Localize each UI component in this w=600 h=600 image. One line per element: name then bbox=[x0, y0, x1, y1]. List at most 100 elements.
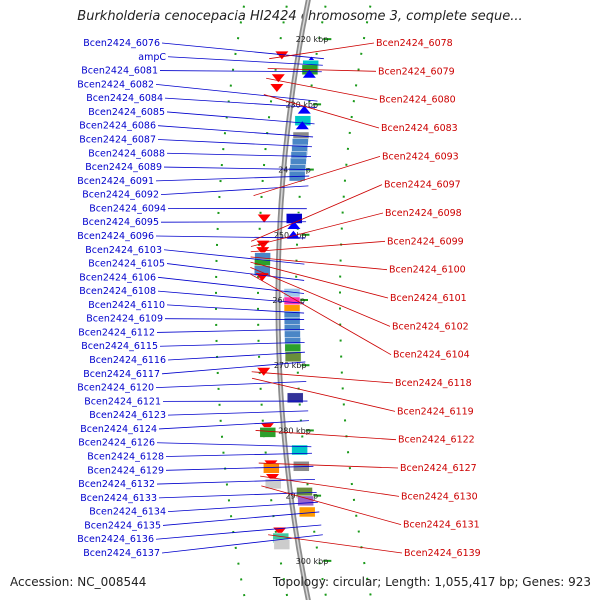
leader-line bbox=[158, 491, 317, 499]
gene-label: Bcen2424_6103 bbox=[85, 245, 162, 256]
leader-line bbox=[155, 83, 318, 102]
leader-line bbox=[155, 381, 307, 388]
leader-line bbox=[155, 235, 306, 239]
forward-gene-arrow bbox=[287, 221, 301, 229]
gene-label: Bcen2424_6100 bbox=[389, 265, 466, 276]
leader-line bbox=[163, 166, 310, 170]
reverse-gene-box bbox=[273, 539, 291, 550]
leader-line bbox=[253, 155, 381, 197]
forward-gene-arrow bbox=[297, 105, 311, 114]
gene-label: Bcen2424_6116 bbox=[89, 355, 166, 366]
gene-label: Bcen2424_6099 bbox=[387, 236, 464, 247]
gene-label: Bcen2424_6081 bbox=[81, 66, 158, 77]
leader-line bbox=[164, 97, 317, 109]
gene-label: Bcen2424_6121 bbox=[84, 396, 161, 407]
gene-label: Bcen2424_6130 bbox=[401, 491, 478, 502]
tick-label: 270 kbp bbox=[274, 361, 307, 370]
gene-label: Bcen2424_6097 bbox=[384, 180, 461, 191]
leader-line bbox=[167, 56, 323, 66]
leader-line bbox=[157, 125, 314, 138]
leader-line bbox=[251, 371, 394, 384]
gene-label: Bcen2424_6078 bbox=[376, 38, 453, 49]
leader-line bbox=[261, 485, 402, 526]
gene-label: Bcen2424_6105 bbox=[88, 259, 165, 270]
gene-label: Bcen2424_6079 bbox=[378, 66, 455, 77]
gene-label: Bcen2424_6092 bbox=[82, 190, 159, 201]
leader-line bbox=[167, 501, 318, 513]
leader-line bbox=[159, 341, 305, 347]
reverse-gene-box bbox=[259, 427, 277, 438]
gene-label: Bcen2424_6127 bbox=[400, 463, 477, 474]
leader-line bbox=[155, 524, 322, 540]
forward-gene-box bbox=[297, 495, 314, 507]
leader-line bbox=[167, 351, 305, 361]
leader-line bbox=[166, 263, 305, 281]
leader-line bbox=[255, 430, 397, 441]
leader-line bbox=[269, 42, 375, 60]
reverse-gene-arrow bbox=[275, 51, 289, 60]
gene-labels: Bcen2424_6076ampCBcen2424_6081Bcen2424_6… bbox=[77, 38, 480, 559]
gene-label: Bcen2424_6135 bbox=[84, 520, 161, 531]
tick-label: 230 kbp bbox=[285, 100, 318, 109]
gene-label: Bcen2424_6124 bbox=[80, 424, 157, 435]
gene-label: Bcen2424_6132 bbox=[78, 479, 155, 490]
chromosome-backbone bbox=[275, 0, 311, 600]
gene-label: Bcen2424_6091 bbox=[77, 176, 154, 187]
reverse-gene-arrow bbox=[271, 74, 285, 83]
leader-line bbox=[163, 249, 305, 265]
gene-label: Bcen2424_6120 bbox=[77, 383, 154, 394]
leader-line bbox=[159, 70, 322, 73]
backbone-highlight bbox=[277, 0, 310, 600]
leader-line bbox=[165, 452, 312, 457]
forward-gene-arrow bbox=[302, 69, 316, 78]
forward-gene-box bbox=[298, 506, 316, 518]
guide-arc-3 bbox=[215, 0, 247, 600]
gene-label: Bcen2424_6123 bbox=[89, 410, 166, 421]
gene-label: Bcen2424_6128 bbox=[87, 452, 164, 463]
gene-label: Bcen2424_6104 bbox=[393, 350, 470, 361]
leader-line bbox=[155, 175, 310, 182]
tick-label: 300 kbp bbox=[296, 557, 329, 566]
reverse-gene-arrow bbox=[257, 214, 271, 223]
leader-line bbox=[161, 361, 306, 375]
leader-line bbox=[268, 534, 403, 554]
gene-label: Bcen2424_6133 bbox=[80, 493, 157, 504]
gene-label: Bcen2424_6106 bbox=[79, 272, 156, 283]
leader-line bbox=[251, 377, 396, 412]
gene-label: Bcen2424_6094 bbox=[89, 203, 166, 214]
tick-label: 220 kbp bbox=[296, 35, 329, 44]
leader-line bbox=[250, 240, 386, 253]
gene-label: Bcen2424_6082 bbox=[77, 79, 154, 90]
gene-label: Bcen2424_6129 bbox=[87, 465, 164, 476]
forward-gene-box bbox=[286, 392, 304, 404]
gene-label: ampC bbox=[138, 52, 166, 63]
guide-arc-0 bbox=[339, 0, 373, 600]
leader-line bbox=[158, 420, 309, 430]
leader-line bbox=[161, 534, 323, 554]
gene-label: Bcen2424_6122 bbox=[398, 435, 475, 446]
gene-label: Bcen2424_6095 bbox=[82, 217, 159, 228]
gene-label: Bcen2424_6126 bbox=[78, 438, 155, 449]
forward-gene-arrow bbox=[295, 121, 309, 130]
leader-line bbox=[258, 462, 399, 469]
gene-label: Bcen2424_6102 bbox=[392, 321, 469, 332]
leader-line bbox=[263, 94, 380, 129]
gene-label: Bcen2424_6119 bbox=[397, 406, 474, 417]
forward-gene-box bbox=[284, 351, 302, 362]
gene-label: Bcen2424_6101 bbox=[390, 293, 467, 304]
leader-line bbox=[250, 184, 383, 242]
leader-line bbox=[164, 318, 305, 320]
gene-label: Bcen2424_6083 bbox=[381, 123, 458, 134]
gene-label: Bcen2424_6084 bbox=[86, 93, 163, 104]
gene-label: Bcen2424_6076 bbox=[83, 38, 160, 49]
reverse-gene-arrow bbox=[270, 84, 284, 93]
leader-line bbox=[166, 304, 305, 314]
leader-line bbox=[156, 328, 305, 333]
leader-line bbox=[167, 410, 309, 416]
gene-label: Bcen2424_6131 bbox=[403, 520, 480, 531]
gene-label: Bcen2424_6118 bbox=[395, 378, 472, 389]
leader-line bbox=[166, 111, 315, 125]
gene-label: Bcen2424_6098 bbox=[385, 208, 462, 219]
gene-label: Bcen2424_6108 bbox=[79, 286, 156, 297]
